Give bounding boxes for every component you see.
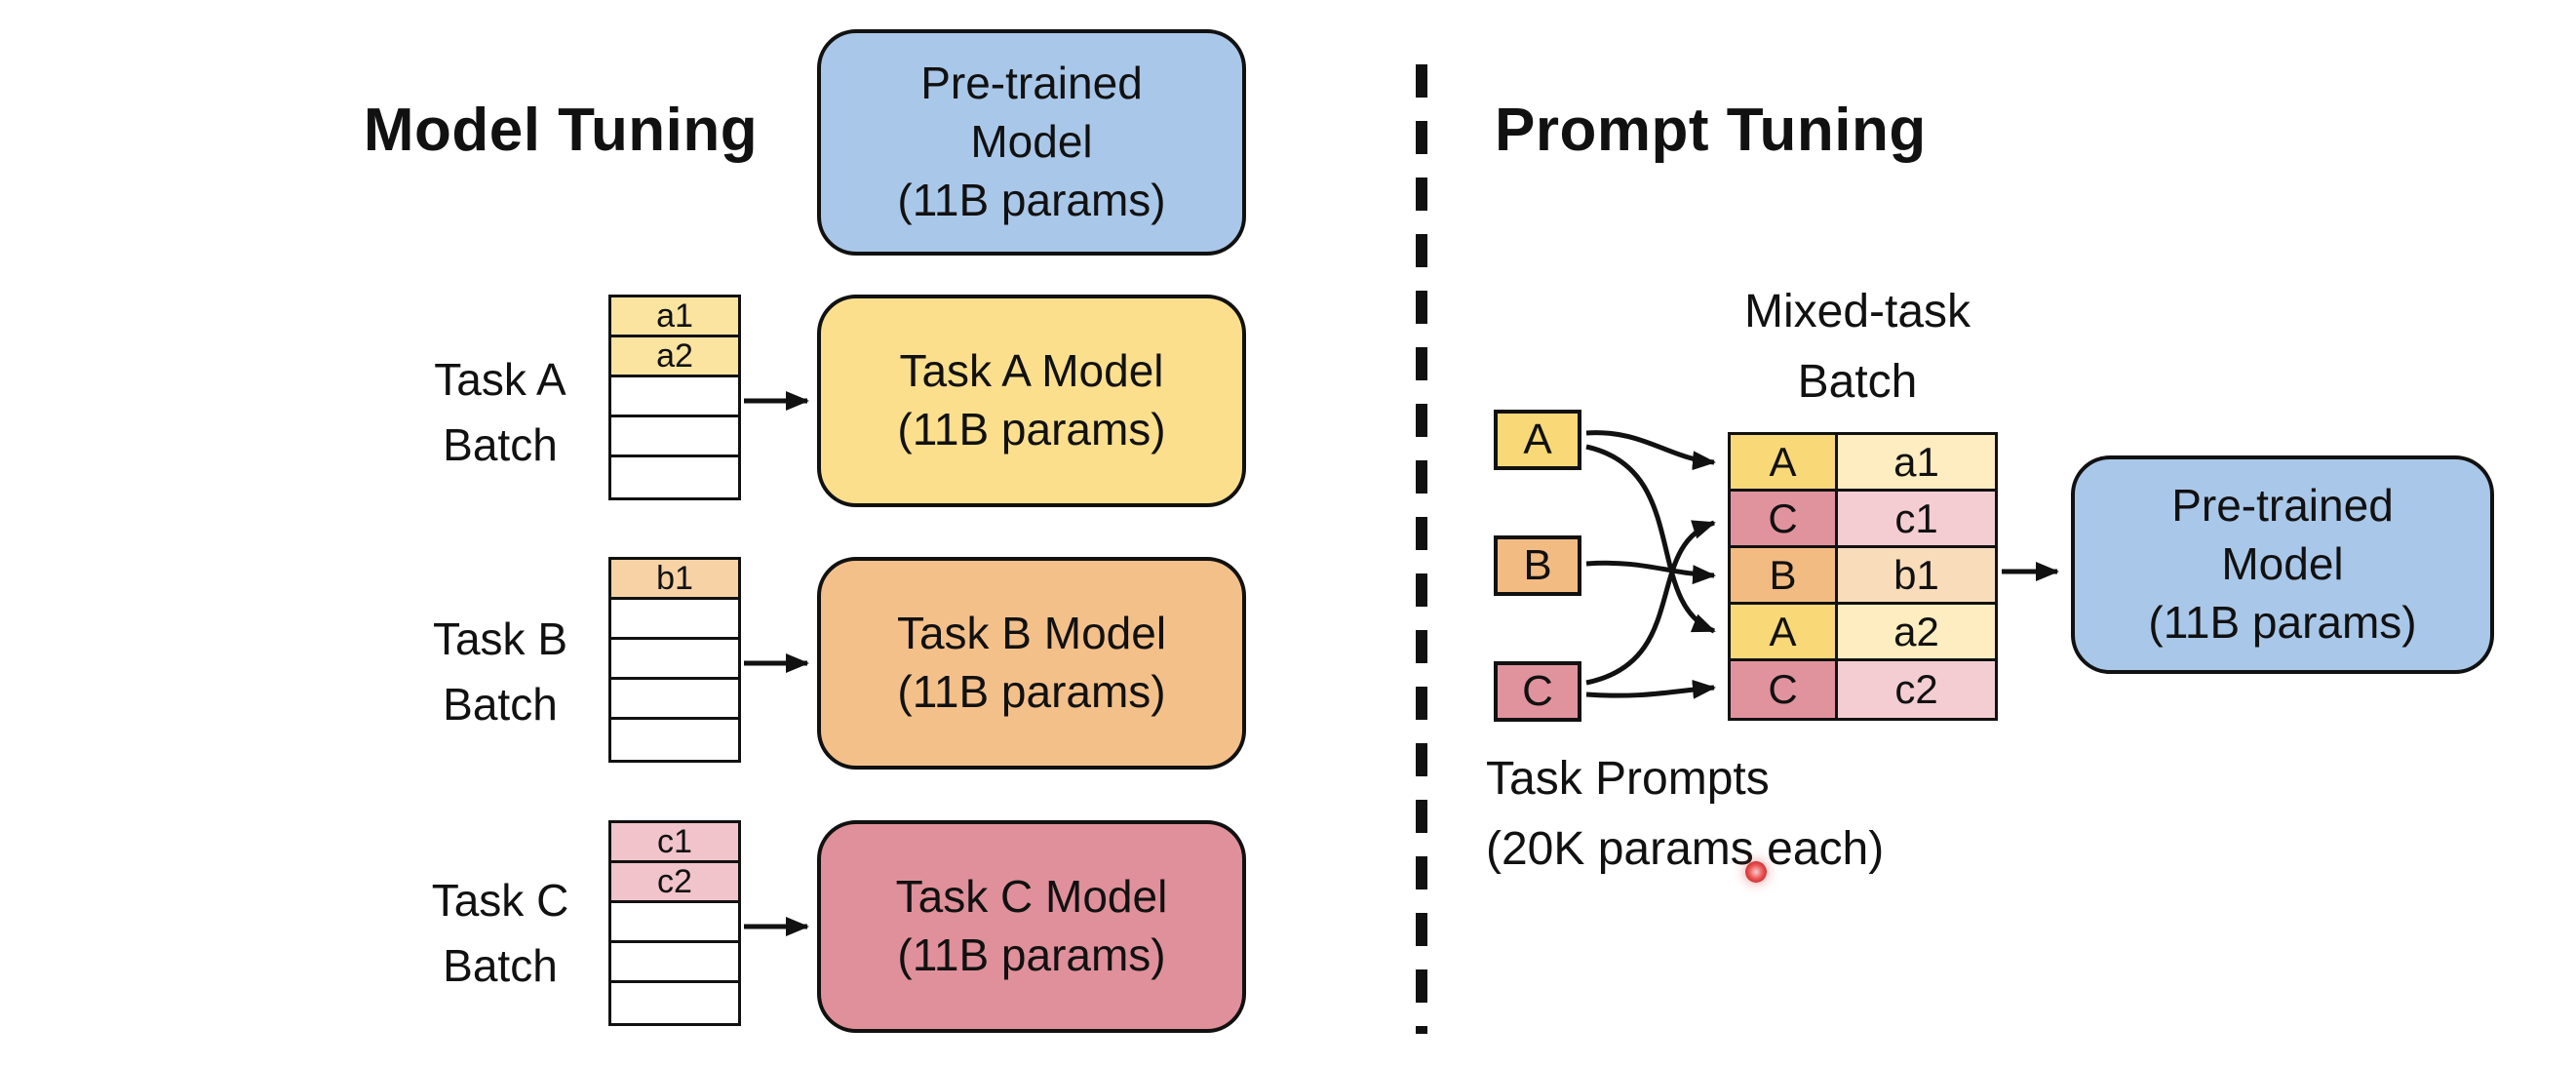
caption-line: (20K params each) [1486,823,1885,875]
task-c-batch-label: Task C Batch [388,868,612,998]
table-row: B b1 [1731,548,1995,605]
arrow-prompt-b-to-row3 [1585,560,1716,585]
task-prompts-caption: Task Prompts (20K params each) [1486,744,1884,885]
value-cell: c2 [1838,661,1995,718]
label-line: Batch [443,418,558,470]
value-cell: a2 [1838,605,1995,658]
box-line: Model [2221,538,2344,590]
label-line: Mixed-task [1743,286,1971,337]
value-cell: c1 [1838,492,1995,545]
label-line: Batch [443,939,558,991]
label-line: Task A [434,354,566,405]
prompt-box-b: B [1494,535,1581,596]
task-b-batch-table: b1 [608,557,741,763]
table-row: A a1 [1731,435,1995,492]
batch-cell: c1 [611,823,738,863]
batch-cell: a1 [611,297,738,337]
task-cell: C [1731,661,1838,718]
box-line: Task A Model [899,345,1164,397]
mixed-task-batch-label: Mixed-task Batch [1648,277,2067,417]
task-a-model-box: Task A Model (11B params) [817,295,1246,507]
table-row: A a2 [1731,605,1995,661]
prompt-box-a: A [1494,410,1581,470]
prompt-tuning-heading: Prompt Tuning [1495,97,1927,164]
batch-cell [611,600,738,640]
arrow-prompt-c-to-row5 [1585,679,1716,699]
task-c-model-box: Task C Model (11B params) [817,820,1246,1033]
table-row: C c1 [1731,492,1995,548]
arrow-prompt-a-to-row1 [1585,430,1716,471]
model-tuning-heading: Model Tuning [363,97,759,164]
box-line: Task B Model [896,608,1167,659]
table-row: C c2 [1731,661,1995,718]
batch-cell [611,983,738,1023]
box-line: (11B params) [897,404,1166,454]
batch-cell [611,903,738,943]
box-line: Pre-trained [920,58,1143,109]
task-cell: C [1731,492,1838,545]
box-line: Model [970,116,1093,168]
pointer-dot [1745,861,1767,883]
pretrained-model-box-left: Pre-trained Model (11B params) [817,29,1246,256]
batch-cell [611,457,738,497]
task-a-batch-table: a1 a2 [608,295,741,500]
box-line: (11B params) [897,174,1166,225]
task-cell: B [1731,548,1838,602]
arrow-prompt-a-to-row4 [1585,444,1716,634]
label-line: Batch [443,678,558,730]
batch-cell [611,720,738,760]
caption-line: Task Prompts [1486,753,1770,805]
batch-cell [611,377,738,417]
box-line: (11B params) [897,666,1166,717]
task-cell: A [1731,435,1838,489]
batch-cell [611,640,738,680]
value-cell: b1 [1838,548,1995,602]
task-b-batch-label: Task B Batch [388,607,612,736]
task-c-batch-table: c1 c2 [608,820,741,1026]
batch-cell: b1 [611,560,738,600]
task-b-model-box: Task B Model (11B params) [817,557,1246,770]
label-line: Task B [432,613,568,664]
mixed-task-table: A a1 C c1 B b1 A a2 C c2 [1728,432,1998,721]
prompt-box-c: C [1494,661,1581,722]
label-line: Task C [431,875,569,926]
box-line: Pre-trained [2171,480,2394,532]
box-line: (11B params) [897,929,1166,980]
batch-cell [611,943,738,983]
pretrained-model-box-right: Pre-trained Model (11B params) [2071,455,2494,674]
task-a-batch-label: Task A Batch [388,347,612,477]
label-line: Batch [1797,356,1918,408]
batch-cell: c2 [611,863,738,903]
batch-cell [611,680,738,720]
arrow-prompt-c-to-row2 [1585,520,1716,686]
batch-cell: a2 [611,337,738,377]
value-cell: a1 [1838,435,1995,489]
box-line: (11B params) [2148,596,2417,648]
box-line: Task C Model [895,871,1168,923]
task-cell: A [1731,605,1838,658]
batch-cell [611,417,738,457]
